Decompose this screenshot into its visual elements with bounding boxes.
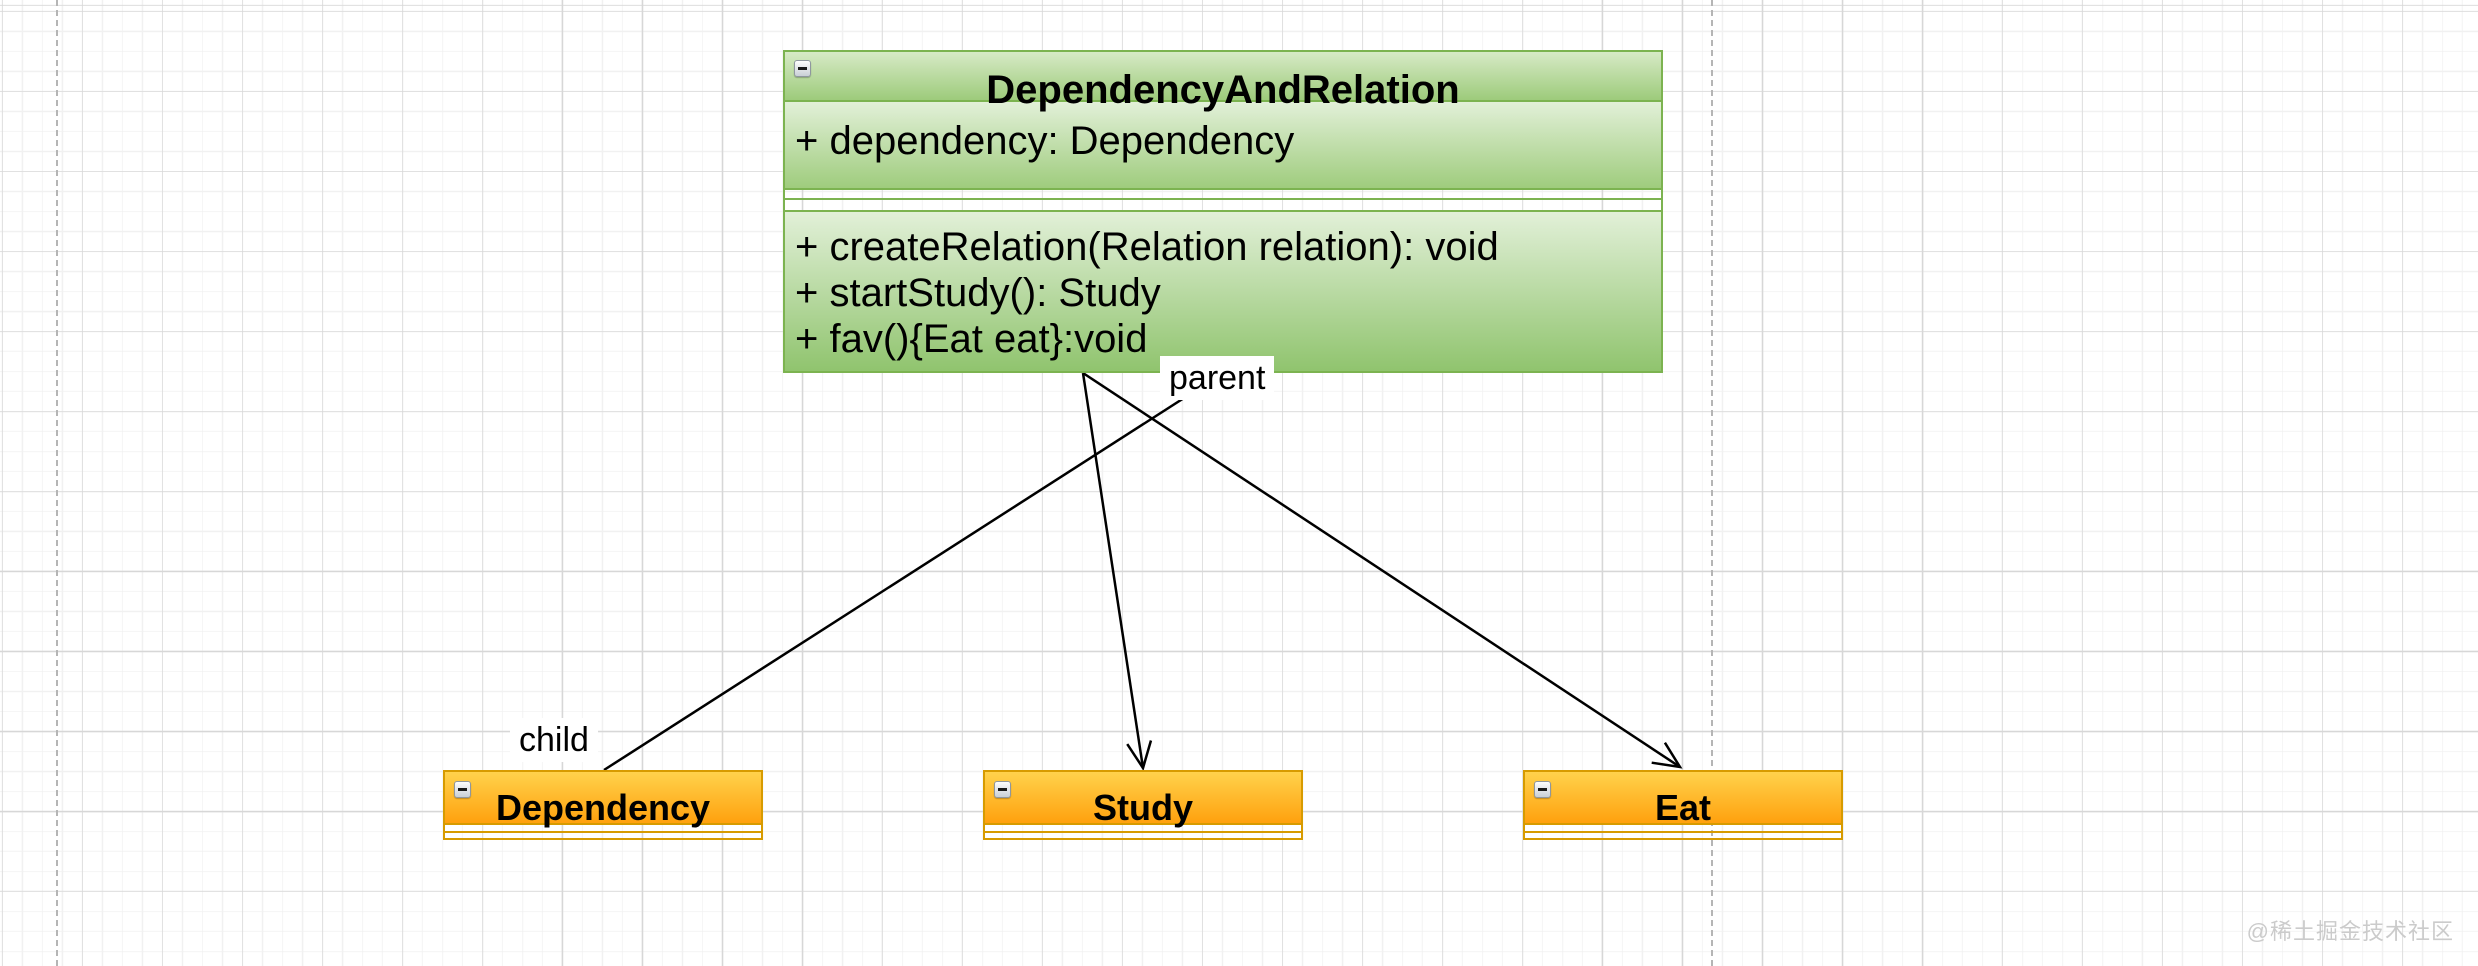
class-study[interactable]: Study [983, 770, 1303, 840]
class-dependency-and-relation[interactable]: DependencyAndRelation + dependency: Depe… [783, 50, 1663, 373]
empty-compartment-band [785, 190, 1661, 210]
empty-methods-strip [985, 833, 1301, 838]
empty-methods-strip [445, 833, 761, 838]
compartment-divider [445, 831, 761, 833]
collapse-icon[interactable] [1534, 781, 1551, 798]
class-title: Study [1092, 787, 1193, 828]
class-title-bar: DependencyAndRelation [785, 52, 1661, 110]
empty-methods-strip [1525, 833, 1841, 838]
dependency-edge-eat[interactable] [1082, 371, 1683, 769]
attributes-compartment[interactable]: + dependency: Dependency [785, 102, 1661, 190]
collapse-icon[interactable] [794, 60, 811, 77]
minus-glyph [458, 788, 467, 791]
class-dependency[interactable]: Dependency [443, 770, 763, 840]
page-boundary-guide-right [1711, 0, 1713, 966]
compartment-divider [985, 831, 1301, 833]
collapse-icon[interactable] [994, 781, 1011, 798]
association-edge-parent-child[interactable] [603, 371, 1224, 772]
attribute-row: + dependency: Dependency [795, 119, 1295, 163]
watermark: @稀土掘金技术社区 [2246, 919, 2454, 944]
method-row: + createRelation(Relation relation): voi… [795, 225, 1499, 269]
edge-label-parent[interactable]: parent [1160, 356, 1275, 400]
compartment-divider [1525, 831, 1841, 833]
compartment-divider [785, 198, 1661, 200]
class-eat[interactable]: Eat [1523, 770, 1843, 840]
method-row: + fav(){Eat eat}:void [795, 317, 1148, 361]
edge-label-child[interactable]: child [510, 718, 598, 762]
method-row: + startStudy(): Study [795, 271, 1161, 315]
class-title-bar: Study [985, 772, 1301, 828]
minus-glyph [998, 788, 1007, 791]
class-title: DependencyAndRelation [986, 68, 1460, 112]
collapse-icon[interactable] [454, 781, 471, 798]
class-title: Eat [1654, 787, 1712, 828]
class-title-bar: Eat [1525, 772, 1841, 828]
minus-glyph [798, 67, 807, 70]
minus-glyph [1538, 788, 1547, 791]
class-title-bar: Dependency [445, 772, 761, 828]
page-boundary-guide-left [56, 0, 58, 966]
dependency-edge-study[interactable] [1081, 372, 1153, 771]
class-title: Dependency [495, 787, 711, 828]
methods-compartment[interactable]: + createRelation(Relation relation): voi… [785, 210, 1661, 371]
